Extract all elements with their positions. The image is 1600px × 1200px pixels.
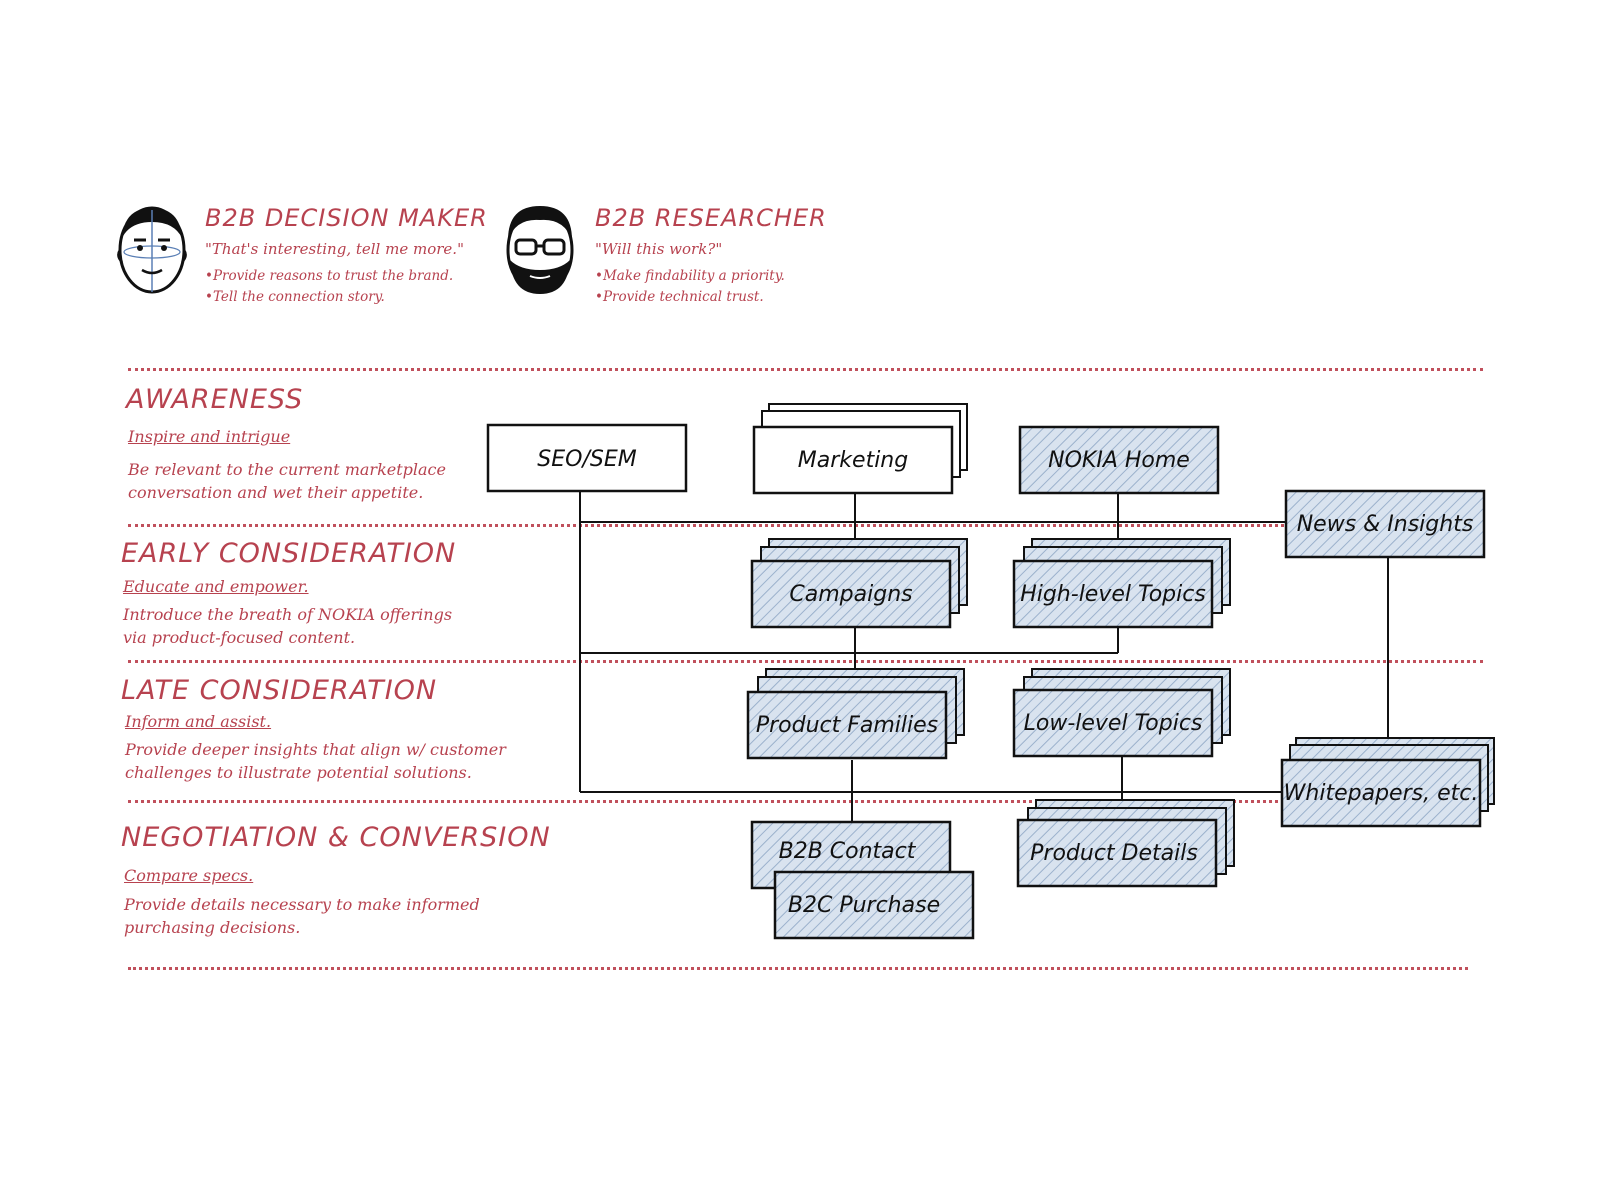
connector-lines bbox=[579, 491, 1389, 822]
node-b2c-purchase-label: B2C Purchase bbox=[788, 893, 940, 918]
stage-divider bbox=[128, 660, 1483, 663]
node-high-level-topics[interactable]: High-level Topics bbox=[1012, 538, 1231, 629]
node-product-families[interactable]: Product Families bbox=[746, 668, 965, 760]
stage-awareness-title: AWARENESS bbox=[126, 384, 304, 415]
node-whitepapers[interactable]: Whitepapers, etc. bbox=[1280, 737, 1495, 828]
node-nokia-home[interactable]: NOKIA Home bbox=[1018, 425, 1220, 495]
stage-divider bbox=[128, 967, 1468, 970]
persona-researcher-bullet: •Make findability a priority. bbox=[595, 268, 785, 284]
node-news-insights-label: News & Insights bbox=[1297, 512, 1474, 537]
stage-late-consideration-description: Provide deeper insights that align w/ cu… bbox=[125, 740, 506, 759]
stage-awareness-description: conversation and wet their appetite. bbox=[128, 483, 424, 502]
stage-divider bbox=[128, 368, 1483, 371]
node-whitepapers-label: Whitepapers, etc. bbox=[1284, 781, 1479, 806]
node-marketing[interactable]: Marketing bbox=[752, 403, 968, 495]
node-seo-sem[interactable]: SEO/SEM bbox=[486, 423, 688, 493]
stage-divider bbox=[128, 524, 1483, 527]
decision-maker-avatar-icon bbox=[117, 206, 187, 294]
stage-awareness-description: Be relevant to the current marketplace bbox=[128, 460, 446, 479]
stage-late-consideration-title: LATE CONSIDERATION bbox=[121, 675, 438, 706]
node-campaigns[interactable]: Campaigns bbox=[750, 538, 968, 629]
persona-researcher-quote: "Will this work?" bbox=[595, 240, 723, 258]
persona-decision-maker-bullet: •Tell the connection story. bbox=[205, 289, 385, 305]
node-b2b-contact-label: B2B Contact bbox=[779, 839, 917, 864]
persona-researcher-bullet: •Provide technical trust. bbox=[595, 289, 764, 305]
node-seo-sem-label: SEO/SEM bbox=[537, 447, 636, 472]
node-marketing-label: Marketing bbox=[798, 448, 908, 473]
persona-researcher-title: B2B RESEARCHER bbox=[595, 204, 827, 232]
stage-negotiation-conversion-title: NEGOTIATION & CONVERSION bbox=[121, 822, 551, 853]
node-product-families-label: Product Families bbox=[756, 713, 938, 738]
stage-negotiation-conversion-subtitle: Compare specs. bbox=[124, 866, 254, 885]
stage-early-consideration-subtitle: Educate and empower. bbox=[123, 577, 309, 596]
node-b2c-purchase[interactable]: B2C Purchase bbox=[773, 870, 975, 940]
stage-early-consideration-description: Introduce the breath of NOKIA offerings bbox=[123, 605, 453, 624]
stage-early-consideration-title: EARLY CONSIDERATION bbox=[121, 538, 457, 569]
stage-early-consideration-description: via product-focused content. bbox=[123, 628, 356, 647]
stage-divider bbox=[128, 800, 1483, 803]
stage-late-consideration-subtitle: Inform and assist. bbox=[125, 712, 272, 731]
persona-decision-maker-title: B2B DECISION MAKER bbox=[205, 204, 488, 232]
node-campaigns-label: Campaigns bbox=[789, 582, 912, 607]
researcher-avatar-icon bbox=[506, 206, 574, 294]
persona-decision-maker-quote: "That's interesting, tell me more." bbox=[205, 240, 464, 258]
node-product-details-label: Product Details bbox=[1030, 841, 1198, 866]
persona-decision-maker-bullet: •Provide reasons to trust the brand. bbox=[205, 268, 454, 284]
node-high-level-topics-label: High-level Topics bbox=[1020, 582, 1206, 607]
node-product-details[interactable]: Product Details bbox=[1016, 799, 1235, 888]
stage-negotiation-conversion-description: purchasing decisions. bbox=[124, 918, 301, 937]
stage-awareness-subtitle: Inspire and intrigue bbox=[128, 427, 291, 446]
node-low-level-topics[interactable]: Low-level Topics bbox=[1012, 668, 1231, 758]
stage-late-consideration-description: challenges to illustrate potential solut… bbox=[125, 763, 472, 782]
node-nokia-home-label: NOKIA Home bbox=[1048, 448, 1190, 473]
stage-negotiation-conversion-description: Provide details necessary to make inform… bbox=[124, 895, 480, 914]
node-news-insights[interactable]: News & Insights bbox=[1284, 489, 1486, 559]
node-low-level-topics-label: Low-level Topics bbox=[1024, 711, 1203, 736]
